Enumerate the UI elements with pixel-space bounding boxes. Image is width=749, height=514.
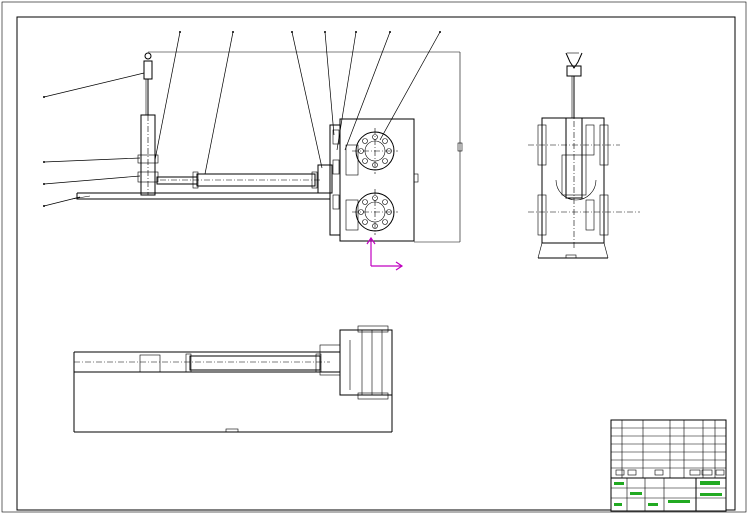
side-view — [528, 52, 640, 259]
stamp-mark — [614, 482, 624, 485]
top-column-detail — [139, 354, 161, 373]
balloon-dot — [179, 31, 181, 33]
balloon-dot — [355, 31, 357, 33]
front-view — [43, 31, 463, 271]
stamp-mark — [630, 492, 642, 495]
stamp-mark — [700, 481, 720, 485]
piston-rod — [156, 176, 198, 185]
hook — [565, 52, 583, 69]
balloon-dot — [43, 205, 45, 207]
balloon-dot — [389, 31, 391, 33]
side-frame — [541, 117, 605, 244]
balloon-dot — [43, 96, 45, 98]
base-beam — [76, 192, 331, 200]
top-cylinder — [189, 355, 321, 371]
title-block — [610, 419, 727, 512]
balloon-dot — [324, 31, 326, 33]
ucs-icon — [366, 236, 404, 271]
stamp-mark — [614, 503, 622, 506]
balloon-dot — [439, 31, 441, 33]
top-view — [73, 325, 393, 433]
lifting-ring — [144, 52, 152, 60]
housing — [339, 118, 415, 242]
stamp-mark — [668, 500, 690, 503]
inner-frame — [16, 16, 736, 511]
balloon-dot — [43, 183, 45, 185]
hanger — [143, 60, 153, 80]
balloon-dot — [291, 31, 293, 33]
top-housing — [339, 329, 393, 396]
balloon-dot — [232, 31, 234, 33]
balloon-leaders — [43, 31, 441, 207]
stamp-mark — [700, 493, 722, 496]
balloon-dot — [43, 161, 45, 163]
stamp-mark — [648, 503, 658, 506]
